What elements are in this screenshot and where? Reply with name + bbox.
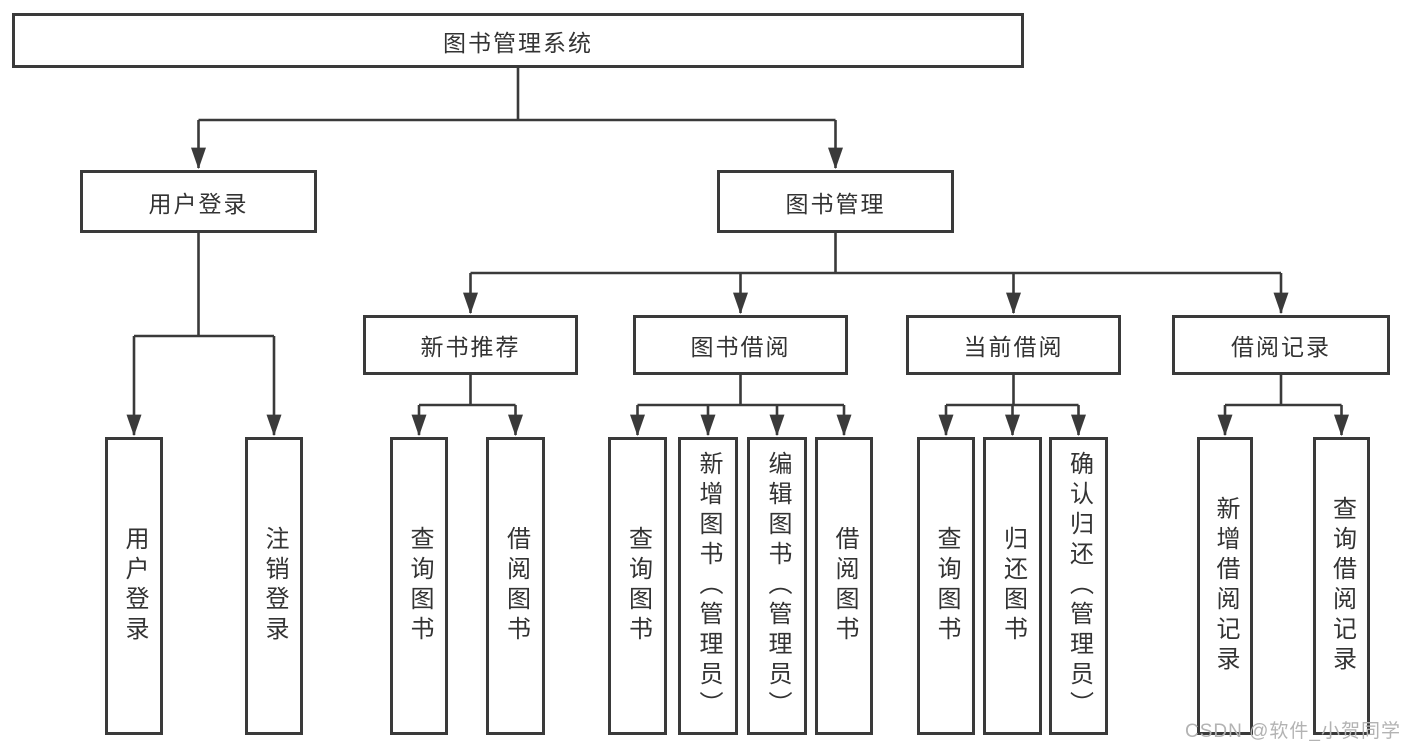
node-label: 查询借阅记录 (1328, 496, 1356, 676)
leaf-add-books-admin: 新增图书（管理员） (678, 437, 738, 735)
edge-root-to-level2-rail (198, 68, 836, 122)
node-label: 新增借阅记录 (1212, 496, 1239, 676)
leaf-confirm-return-admin: 确认归还（管理员） (1049, 437, 1108, 735)
leaf-logout: 注销登录 (245, 437, 303, 735)
leaf-query-books: 查询图书 (390, 437, 448, 735)
node-label: 新增图书（管理员） (695, 451, 722, 721)
edge-user-login-rail (134, 233, 274, 338)
edge-new-book-rec-rail (419, 375, 516, 407)
csdn-watermark: CSDN @软件_小贺同学 (1185, 721, 1401, 742)
leaf-query-books: 查询图书 (917, 437, 975, 735)
node-label: 查询图书 (406, 526, 433, 646)
node-label: 归还图书 (999, 526, 1027, 646)
leaf-query-borrow-record: 查询借阅记录 (1313, 437, 1370, 735)
node-label: 查询图书 (624, 526, 652, 646)
node-label: 借阅图书 (831, 526, 858, 646)
node-label: 借阅图书 (502, 526, 530, 646)
edge-book-mgmt-rail (470, 233, 1281, 275)
leaf-return-books: 归还图书 (983, 437, 1042, 735)
node-label: 确认归还（管理员） (1065, 451, 1093, 721)
node-user-login: 用户登录 (80, 170, 317, 233)
node-label: 图书借阅 (690, 334, 791, 360)
node-label: 图书管理系统 (443, 29, 593, 56)
node-book-management: 图书管理 (717, 170, 954, 233)
node-label: 当前借阅 (963, 334, 1064, 360)
node-label: 新书推荐 (420, 334, 521, 360)
node-label: 用户登录 (121, 526, 148, 646)
edge-book-borrow-rail (637, 375, 844, 407)
leaf-borrow-books: 借阅图书 (486, 437, 545, 735)
node-library-management-system: 图书管理系统 (12, 13, 1024, 68)
leaf-edit-books-admin: 编辑图书（管理员） (747, 437, 807, 735)
edge-borrow-record-rail (1225, 375, 1342, 407)
node-label: 借阅记录 (1231, 334, 1331, 360)
node-book-borrowing: 图书借阅 (633, 315, 848, 375)
edge-current-borrow-rail (946, 375, 1079, 407)
node-label: 编辑图书（管理员） (764, 451, 791, 721)
node-label: 用户登录 (148, 190, 249, 217)
node-new-book-recommendation: 新书推荐 (363, 315, 578, 375)
leaf-borrow-books: 借阅图书 (815, 437, 873, 735)
node-label: 图书管理 (785, 190, 886, 217)
leaf-user-login: 用户登录 (105, 437, 163, 735)
node-label: 查询图书 (933, 526, 960, 646)
node-label: 注销登录 (261, 526, 288, 646)
node-current-borrowing: 当前借阅 (906, 315, 1121, 375)
node-borrowing-record: 借阅记录 (1172, 315, 1390, 375)
leaf-add-borrow-record: 新增借阅记录 (1197, 437, 1253, 735)
leaf-query-books: 查询图书 (608, 437, 667, 735)
